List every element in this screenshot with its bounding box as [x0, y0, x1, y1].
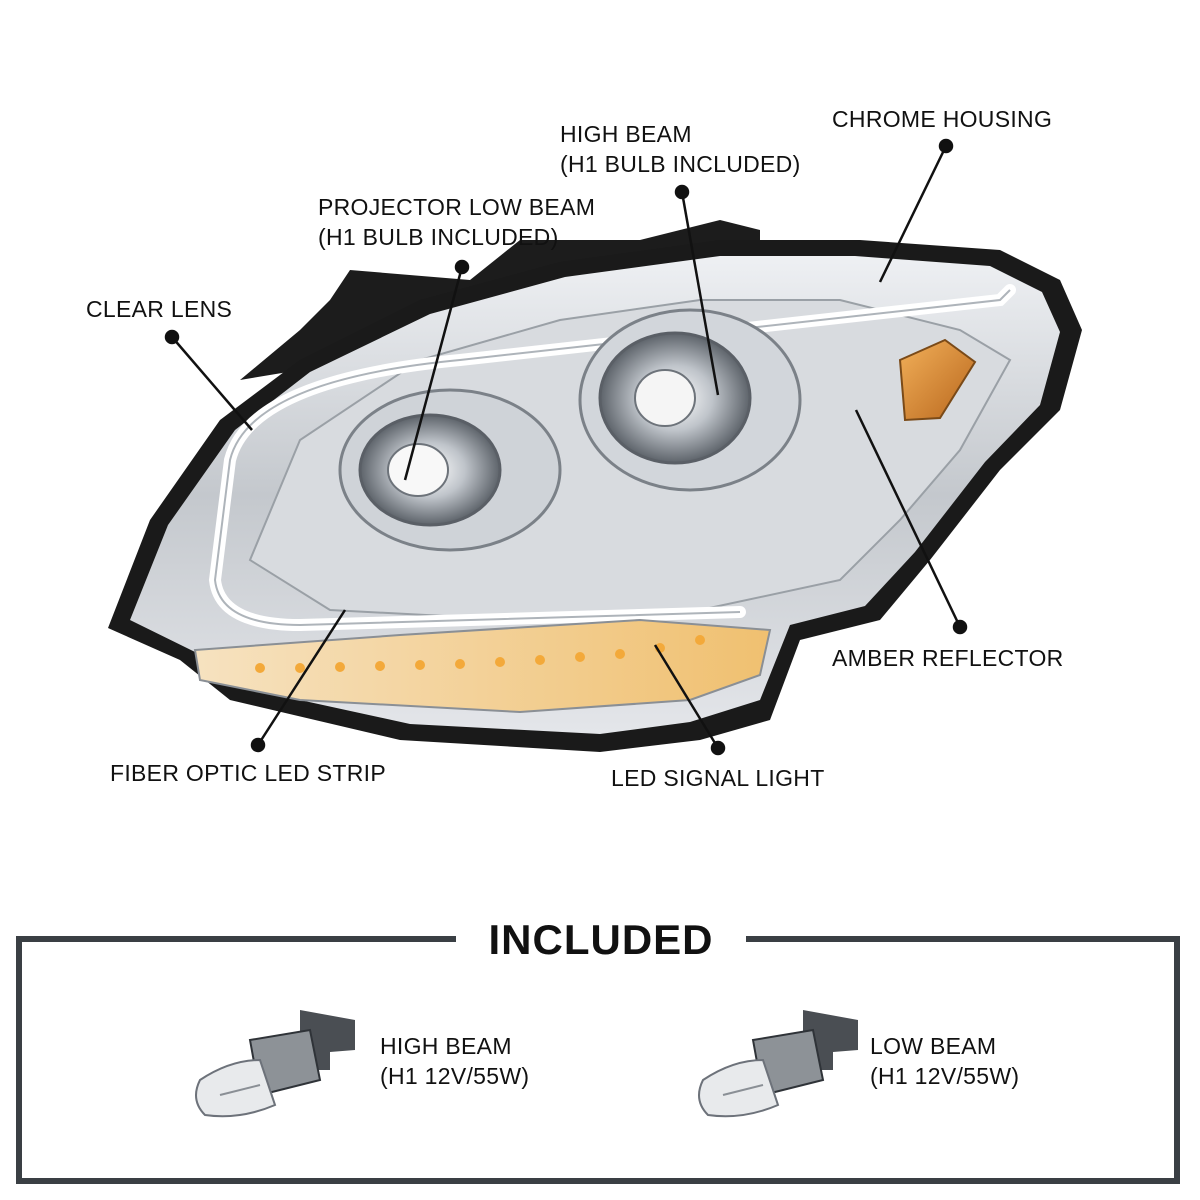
label-clear-lens: CLEAR LENS [86, 296, 233, 322]
label-high-beam-line2: (H1 BULB INCLUDED) [560, 151, 801, 177]
label-high-beam: HIGH BEAM (H1 BULB INCLUDED) [560, 119, 801, 179]
label-led-signal: LED SIGNAL LIGHT [611, 765, 825, 791]
bulb-label-high-beam: HIGH BEAM (H1 12V/55W) [380, 1031, 529, 1091]
leader-led-signal [653, 644, 720, 749]
bulb-high-line1: HIGH BEAM [380, 1033, 512, 1059]
amber-reflector-shape [898, 338, 977, 422]
leader-projector [403, 266, 464, 481]
led-signal-strip [193, 618, 772, 714]
included-frame-top-left [16, 936, 456, 942]
leader-clear-lens [171, 336, 253, 431]
leader-chrome-housing [878, 145, 948, 283]
high-beam-reflector [578, 308, 802, 492]
bulb-label-low-beam: LOW BEAM (H1 12V/55W) [870, 1031, 1019, 1091]
included-frame-top-right [746, 936, 1180, 942]
label-fiber-optic: FIBER OPTIC LED STRIP [110, 760, 386, 786]
label-projector-low-beam: PROJECTOR LOW BEAM (H1 BULB INCLUDED) [318, 192, 595, 252]
label-chrome-housing: CHROME HOUSING [832, 106, 1053, 132]
included-frame [16, 936, 1180, 1184]
projector-low-beam [338, 388, 562, 552]
bulb-low-line2: (H1 12V/55W) [870, 1063, 1020, 1089]
label-projector-line1: PROJECTOR LOW BEAM [318, 194, 596, 220]
included-title: INCLUDED [488, 916, 714, 963]
headlight-illustration [108, 138, 1082, 756]
label-high-beam-line1: HIGH BEAM [560, 121, 692, 147]
bulb-low-line1: LOW BEAM [870, 1033, 997, 1059]
h1-bulb-icon [195, 1010, 355, 1118]
leader-high-beam [680, 191, 720, 396]
leader-fiber [256, 609, 347, 746]
label-projector-line2: (H1 BULB INCLUDED) [318, 224, 559, 250]
leader-amber [854, 409, 962, 628]
h1-bulb-icon [698, 1010, 858, 1118]
bulb-high-line2: (H1 12V/55W) [380, 1063, 530, 1089]
label-amber-reflector: AMBER REFLECTOR [832, 645, 1064, 671]
